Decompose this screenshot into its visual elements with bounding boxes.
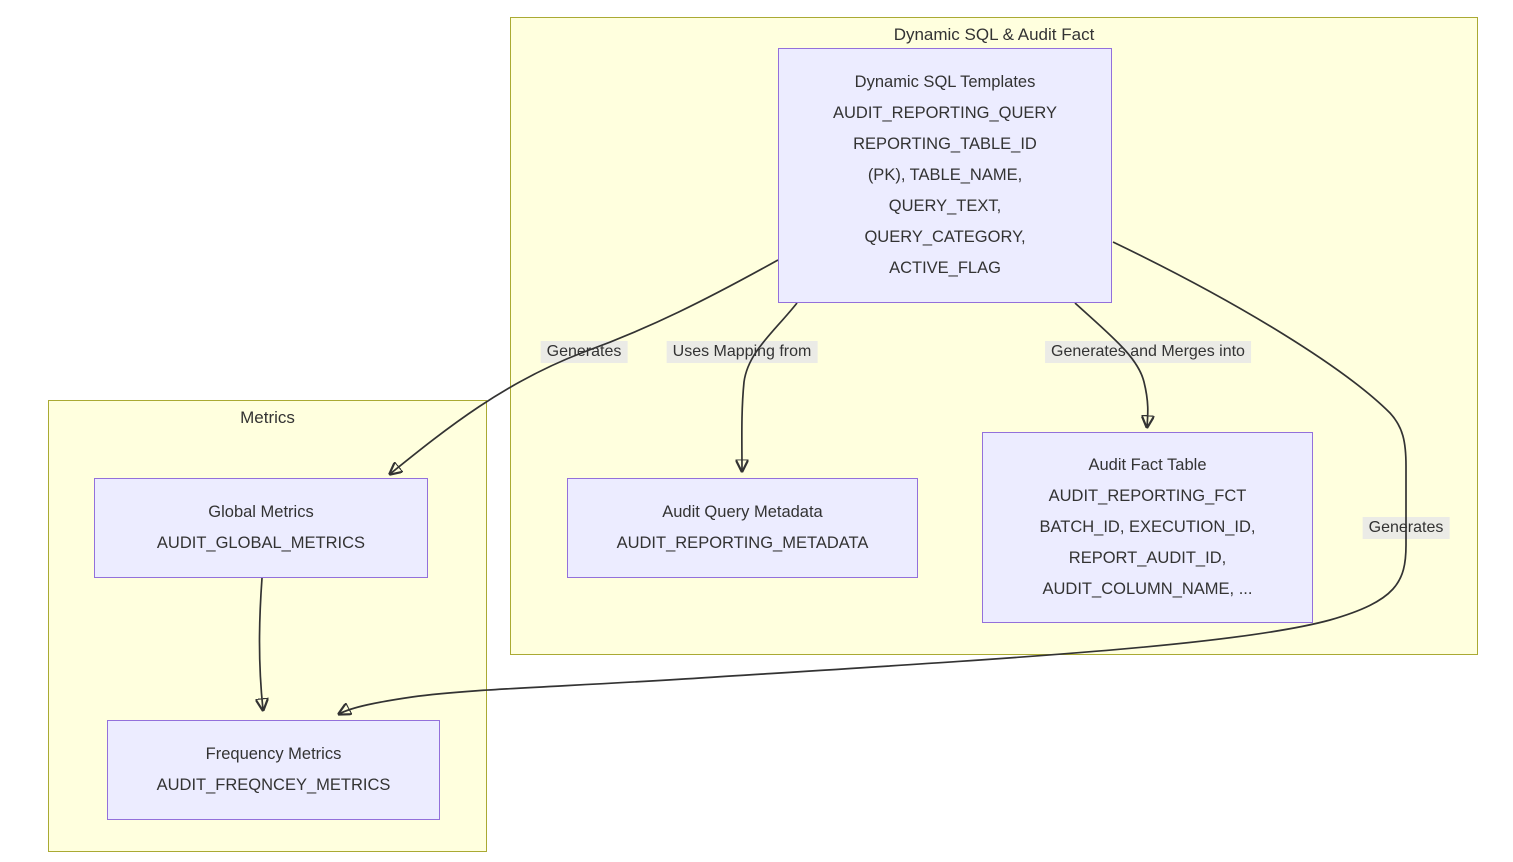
node-line: Dynamic SQL Templates xyxy=(854,73,1036,91)
node-line: ACTIVE_FLAG xyxy=(889,259,1001,277)
node-line: Global Metrics xyxy=(208,503,314,521)
cluster-title-metrics: Metrics xyxy=(240,408,295,427)
node-line: Audit Fact Table xyxy=(1088,456,1207,474)
node-line: AUDIT_REPORTING_METADATA xyxy=(616,534,869,552)
node-line: AUDIT_GLOBAL_METRICS xyxy=(156,534,366,552)
node-line: AUDIT_COLUMN_NAME, ... xyxy=(1042,580,1253,598)
edge-label-uses-mapping-from: Uses Mapping from xyxy=(666,341,818,363)
node-line: REPORT_AUDIT_ID, xyxy=(1068,549,1227,567)
node-audit-query-metadata: Audit Query Metadata AUDIT_REPORTING_MET… xyxy=(567,478,918,578)
node-line: AUDIT_REPORTING_QUERY xyxy=(832,104,1058,122)
node-line: AUDIT_REPORTING_FCT xyxy=(1048,487,1247,505)
edge-label-generates-and-merges-into: Generates and Merges into xyxy=(1045,341,1251,363)
node-line: BATCH_ID, EXECUTION_ID, xyxy=(1039,518,1256,536)
node-dynamic-sql-templates: Dynamic SQL Templates AUDIT_REPORTING_QU… xyxy=(778,48,1112,303)
node-audit-fact-table: Audit Fact Table AUDIT_REPORTING_FCT BAT… xyxy=(982,432,1313,623)
cluster-title-dynamic-sql-audit-fact: Dynamic SQL & Audit Fact xyxy=(893,25,1095,44)
node-frequency-metrics: Frequency Metrics AUDIT_FREQNCEY_METRICS xyxy=(107,720,440,820)
node-line: AUDIT_FREQNCEY_METRICS xyxy=(156,776,391,794)
node-line: Audit Query Metadata xyxy=(662,503,823,521)
node-line: QUERY_CATEGORY, xyxy=(864,228,1026,246)
node-line: REPORTING_TABLE_ID xyxy=(853,135,1037,153)
node-line: QUERY_TEXT, xyxy=(888,197,1002,215)
node-global-metrics: Global Metrics AUDIT_GLOBAL_METRICS xyxy=(94,478,428,578)
node-line: Frequency Metrics xyxy=(205,745,342,763)
edge-label-generates-left: Generates xyxy=(540,341,628,363)
edge-label-generates-right: Generates xyxy=(1362,517,1450,539)
node-line: (PK), TABLE_NAME, xyxy=(867,166,1023,184)
